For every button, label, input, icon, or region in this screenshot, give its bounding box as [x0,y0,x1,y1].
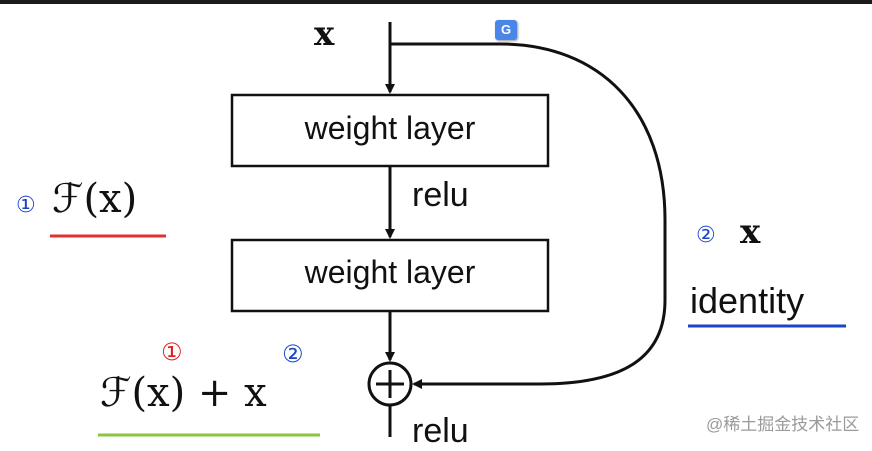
relu-out-label: relu [412,412,469,450]
relu-mid-label: relu [412,176,469,214]
weight-layer-box-2 [230,238,550,313]
residual-block-diagram [50,22,846,437]
sum-marker-2: ② [282,341,304,368]
residual-marker: ① [16,192,36,217]
translate-icon[interactable]: G [495,20,517,40]
identity-label: identity [690,280,805,321]
top-border [0,0,872,4]
sum-marker-1: ① [161,339,183,366]
residual-function-label: ℱ(x) [52,176,138,222]
shortcut-marker: ② [696,222,716,247]
watermark: @稀土掘金技术社区 [706,415,860,434]
shortcut-variable: x [740,212,761,252]
input-label: x [314,14,335,54]
weight-layer-1-label: weight layer [304,110,476,146]
weight-layer-2-label: weight layer [304,254,476,290]
shortcut-path [390,42,667,389]
sum-expression: ℱ(x) + x [100,370,267,416]
